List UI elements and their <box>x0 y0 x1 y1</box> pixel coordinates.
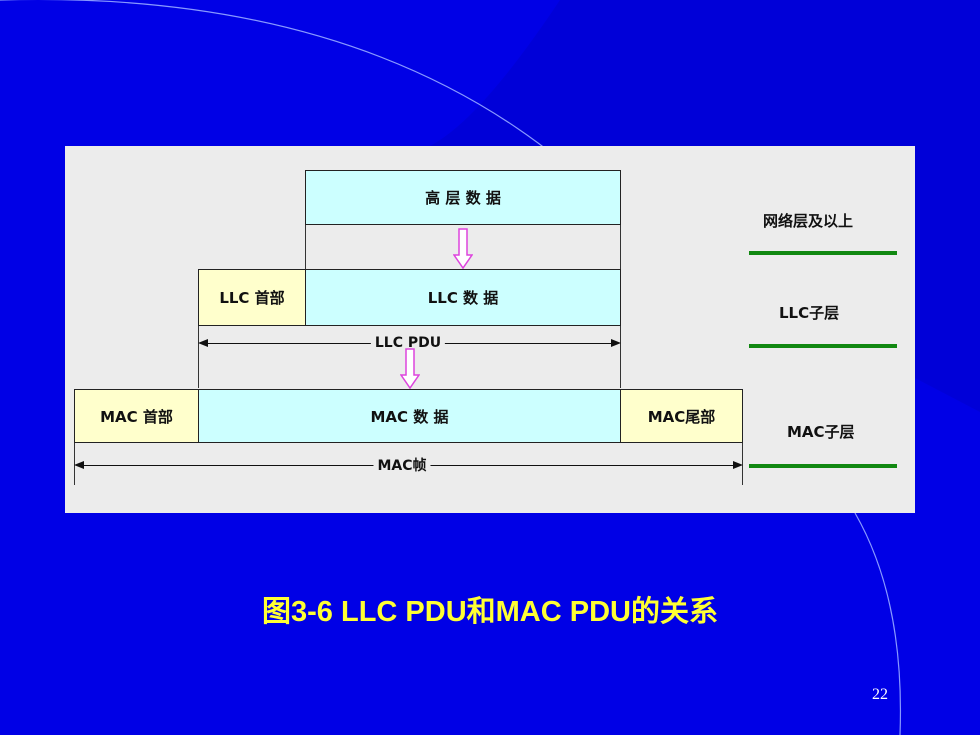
llc-data-box: LLC 数 据 <box>305 269 621 326</box>
mac-frame-label: MAC帧 <box>373 455 431 475</box>
arrowhead-right-icon <box>733 461 743 469</box>
guide-line <box>742 443 743 485</box>
guide-line <box>74 443 75 485</box>
llc-sublayer-boundary <box>749 344 897 348</box>
arrowhead-left-icon <box>74 461 84 469</box>
background-curve <box>854 512 902 735</box>
upper-layer-data-box: 高 层 数 据 <box>305 170 621 225</box>
llc-data-label: LLC 数 据 <box>427 289 499 307</box>
guide-line <box>620 326 621 388</box>
mac-sublayer-label: MAC子层 <box>787 423 855 441</box>
llc-sublayer-label: LLC子层 <box>779 304 840 322</box>
down-arrow-icon <box>453 228 473 270</box>
upper-layer-data-label: 高 层 数 据 <box>425 189 501 207</box>
down-arrow-icon <box>400 348 420 390</box>
mac-sublayer-boundary <box>749 464 897 468</box>
figure-caption: 图3-6 LLC PDU和MAC PDU的关系 <box>262 596 718 628</box>
mac-header-label: MAC 首部 <box>100 407 173 426</box>
network-layer-boundary <box>749 251 897 255</box>
network-layer-label: 网络层及以上 <box>763 212 854 230</box>
arrowhead-left-icon <box>198 339 208 347</box>
llc-header-label: LLC 首部 <box>219 289 285 307</box>
background-curve <box>0 0 561 161</box>
llc-mac-diagram: 高 层 数 据 LLC 首部 LLC 数 据 LLC PDU MAC 首部 MA… <box>65 146 915 513</box>
guide-line <box>620 225 621 269</box>
arrowhead-right-icon <box>611 339 621 347</box>
mac-data-label: MAC 数 据 <box>370 407 449 426</box>
guide-line <box>198 326 199 388</box>
mac-data-box: MAC 数 据 <box>198 389 621 443</box>
mac-header-box: MAC 首部 <box>74 389 199 443</box>
mac-trailer-box: MAC尾部 <box>620 389 743 443</box>
llc-pdu-label: LLC PDU <box>370 335 446 351</box>
mac-trailer-label: MAC尾部 <box>647 407 716 426</box>
page-number: 22 <box>872 686 888 703</box>
llc-header-box: LLC 首部 <box>198 269 306 326</box>
guide-line <box>305 225 306 269</box>
